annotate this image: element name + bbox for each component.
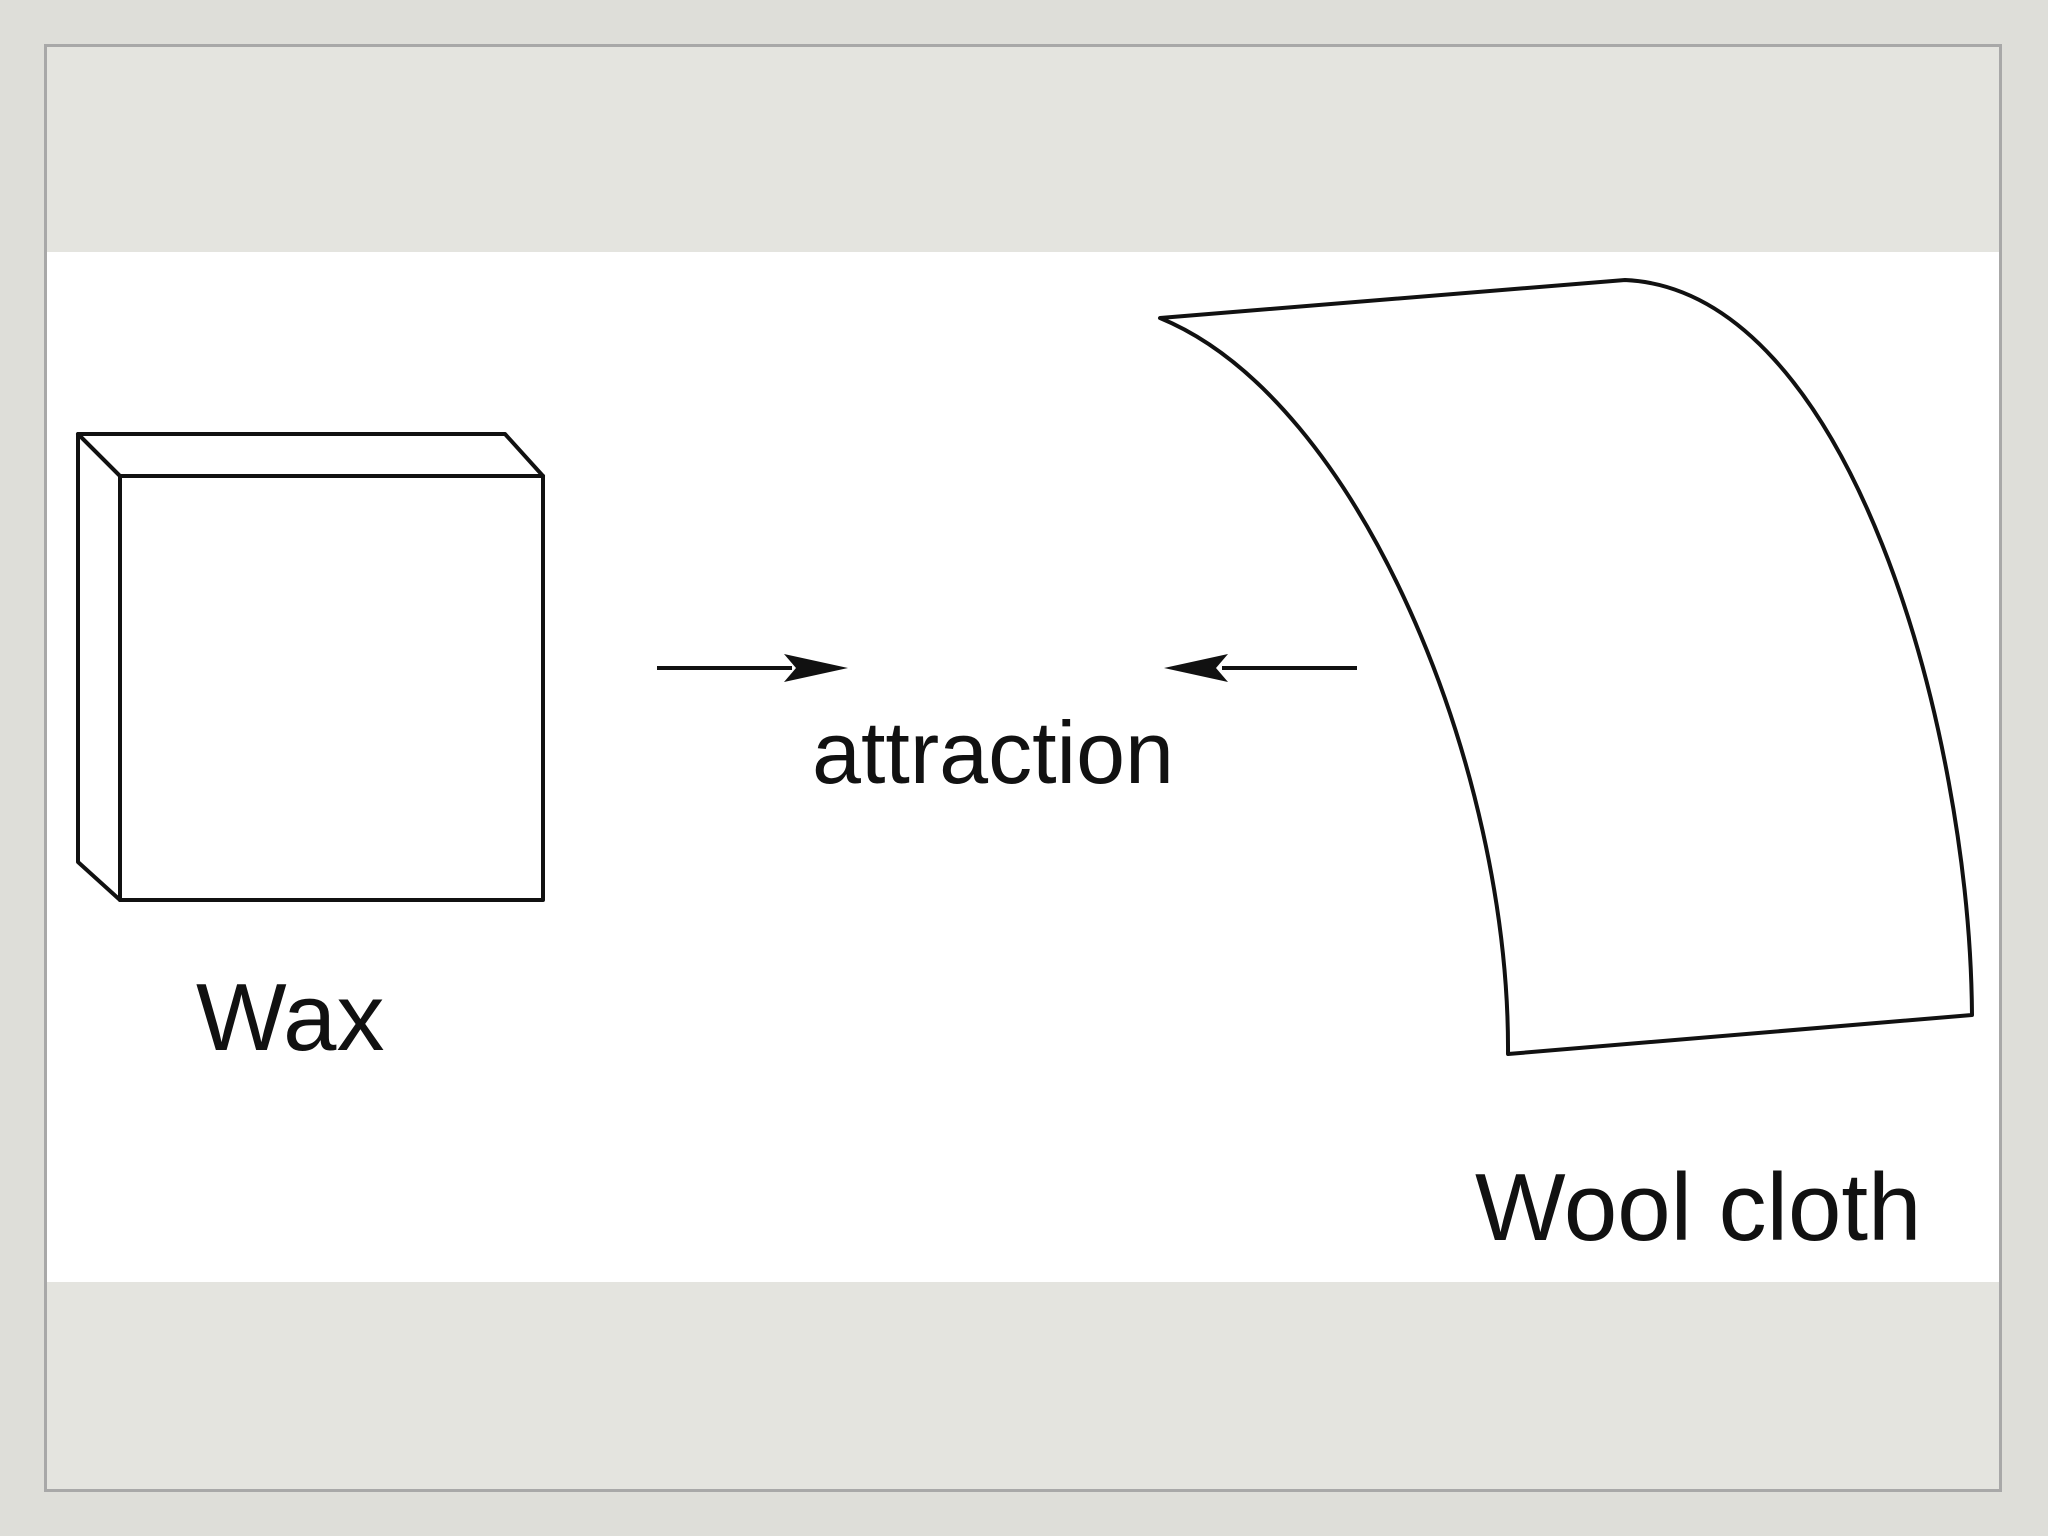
wool-cloth-label: Wool cloth [1475,1154,1921,1261]
attraction-label: attraction [812,703,1174,802]
left-arrow-icon [1164,654,1357,682]
attraction-arrows [657,654,1357,682]
right-arrow-icon [657,654,848,682]
wax-block-front-face [118,474,545,902]
wool-cloth-sheet [1158,278,1974,1056]
wax-label: Wax [196,964,384,1071]
diagram-panel [47,252,1999,1282]
wax-block [76,432,545,902]
